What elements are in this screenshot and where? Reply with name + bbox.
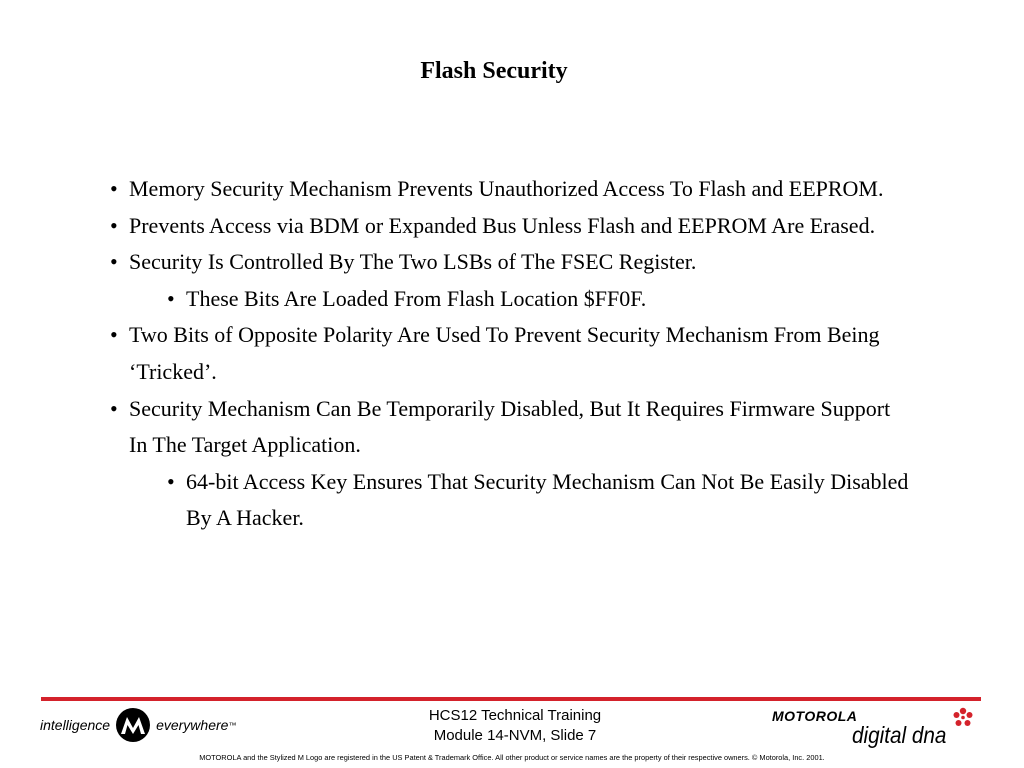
bullet-text: These Bits Are Loaded From Flash Locatio… [186, 285, 647, 311]
bullet-item: • Security Is Controlled By The Two LSBs … [110, 244, 910, 281]
course-title: HCS12 Technical Training [428, 707, 602, 724]
bullet-text: Security Is Controlled By The Two LSBs o… [129, 249, 697, 275]
bullet-marker: • [167, 285, 175, 311]
bullet-text: Security Mechanism Can Be Temporarily Di… [129, 395, 891, 458]
footer-course-info: HCS12 Technical Training Module 14-NVM, … [380, 706, 650, 746]
sub-bullet-item: • 64-bit Access Key Ensures That Security… [110, 464, 910, 537]
digital-dna-wordmark: digital dna [852, 722, 947, 748]
bullet-item: • Memory Security Mechanism Prevents Unau… [110, 171, 910, 208]
motorola-digital-dna-logo: MOTOROLA digital dna [772, 706, 982, 754]
sub-bullet-item: • These Bits Are Loaded From Flash Locati… [110, 281, 910, 318]
trademark-symbol: ™ [228, 720, 237, 730]
slide-title: Flash Security [420, 58, 568, 84]
bullet-marker: • [110, 212, 118, 238]
bullet-text: Two Bits of Opposite Polarity Are Used T… [129, 322, 880, 384]
bullet-text: Prevents Access via BDM or Expanded Bus … [129, 212, 876, 238]
tagline-left-text: intelligence [40, 717, 111, 733]
bullet-text: Memory Security Mechanism Prevents Unaut… [129, 176, 884, 201]
bullet-item: • Security Mechanism Can Be Temporarily D… [110, 391, 910, 464]
bullet-list: • Memory Security Mechanism Prevents Unau… [110, 171, 910, 537]
legal-notice: MOTOROLA and the Stylized M Logo are reg… [199, 753, 825, 762]
footer-divider [41, 697, 981, 701]
bullet-marker: • [110, 249, 118, 275]
digital-dna-asterisk-icon [953, 707, 973, 726]
motorola-batwing-icon [116, 708, 151, 742]
bullet-item: • Prevents Access via BDM or Expanded Bus… [110, 208, 910, 245]
bullet-text: 64-bit Access Key Ensures That Security … [186, 468, 909, 531]
slide-reference: Module 14-NVM, Slide 7 [433, 727, 597, 744]
tagline-right-text: everywhere [156, 717, 229, 733]
bullet-marker: • [110, 176, 118, 201]
bullet-marker: • [110, 322, 118, 348]
bullet-marker: • [110, 395, 118, 421]
bullet-item: • Two Bits of Opposite Polarity Are Used … [110, 317, 910, 390]
motorola-wordmark: MOTOROLA [772, 708, 858, 724]
bullet-marker: • [167, 468, 175, 494]
